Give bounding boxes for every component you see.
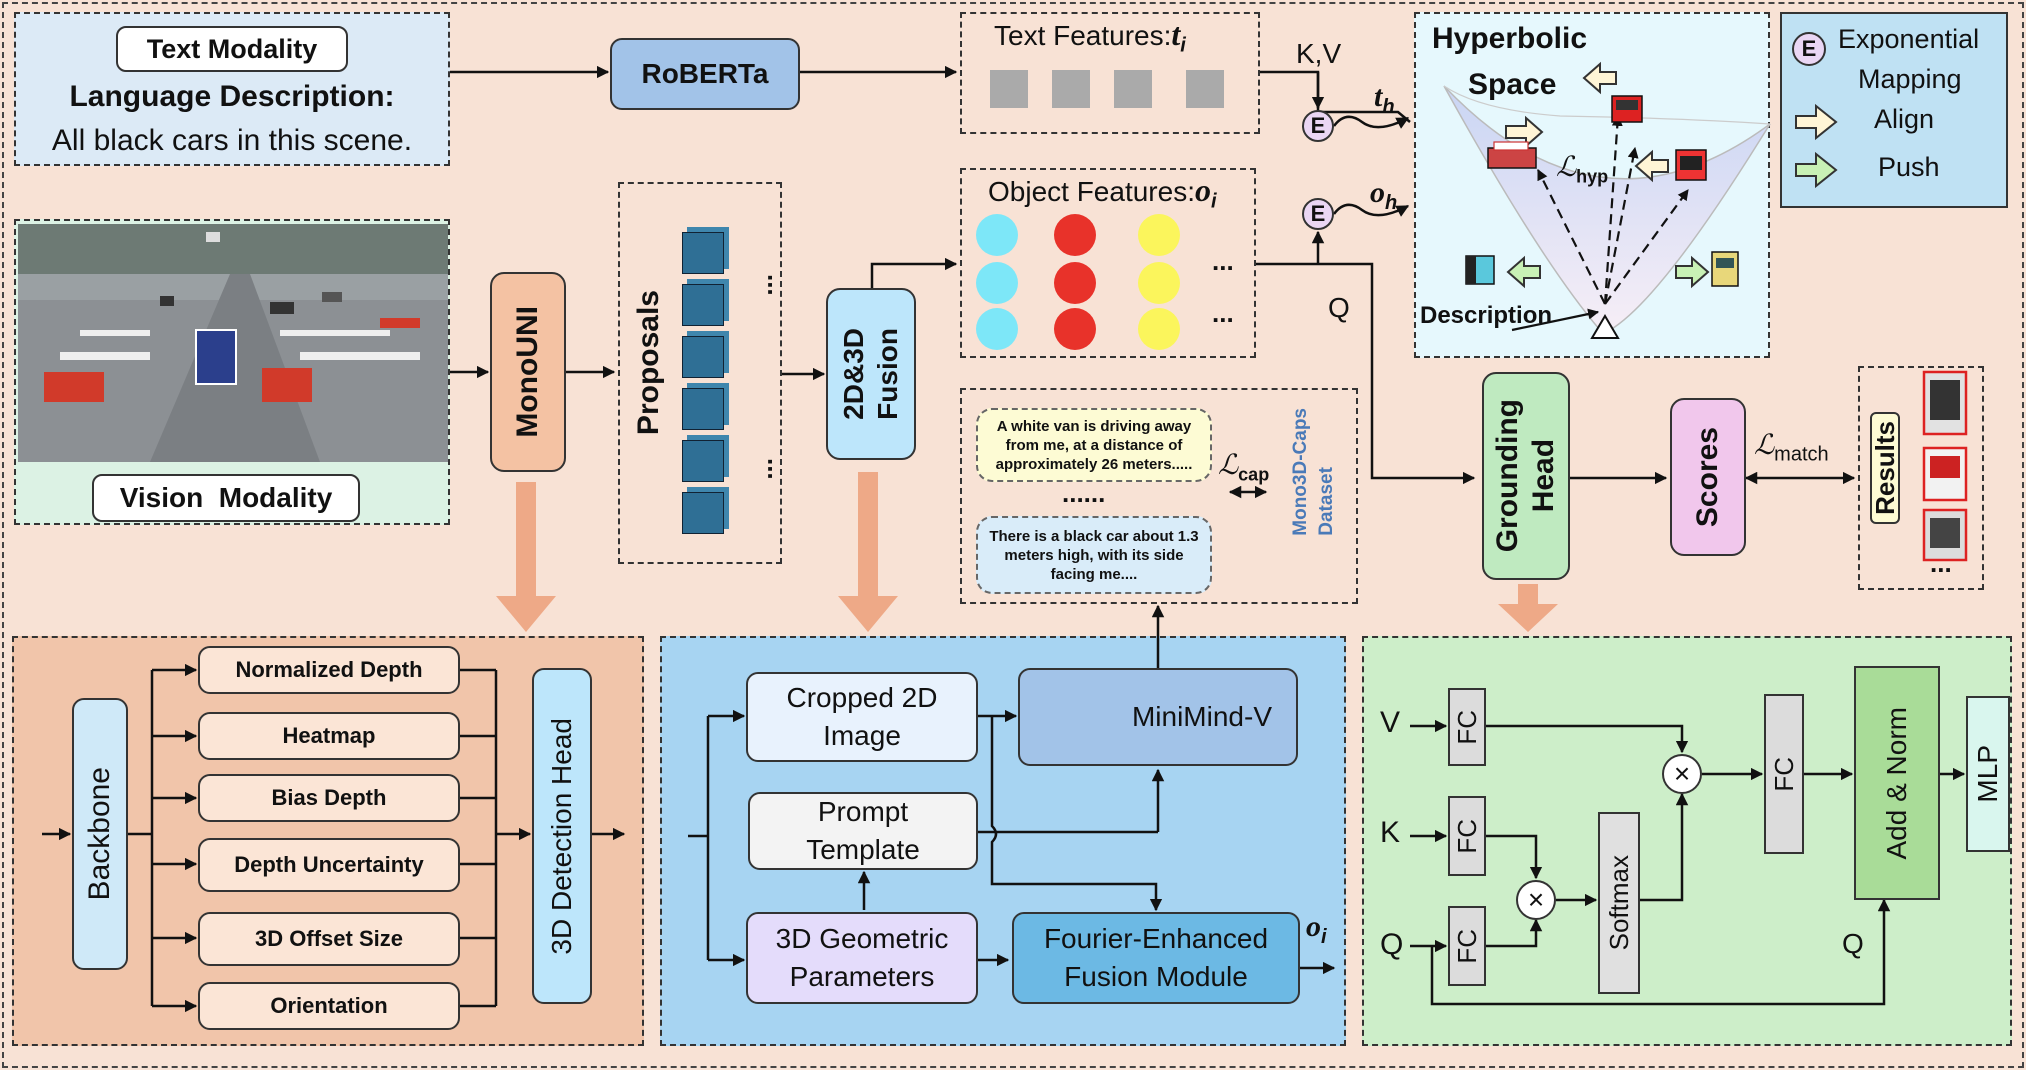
proposal-cube	[682, 388, 724, 430]
k-input-label: K	[1380, 816, 1401, 849]
object-feature-dot	[1054, 262, 1096, 304]
text-feature-square	[1052, 70, 1090, 108]
hyperbolic-title: Space	[1468, 68, 1557, 101]
object-feature-dot	[976, 262, 1018, 304]
softmax-box: Softmax	[1598, 812, 1640, 994]
text-features-panel	[960, 12, 1260, 134]
text-feature-square	[990, 70, 1028, 108]
proposals-ellipsis: ...	[748, 274, 778, 296]
branch-orientation: Orientation	[198, 982, 460, 1030]
add-norm-box: Add & Norm	[1854, 666, 1940, 900]
match-loss-label: ℒmatch	[1754, 430, 1829, 466]
vision-modality-badge: Vision Modality	[92, 474, 360, 522]
q-label: Q	[1328, 292, 1350, 323]
minimind-v-box: MiniMind-V	[1018, 668, 1298, 766]
object-features-ellipsis: ...	[1212, 298, 1234, 328]
proposal-cube	[682, 284, 724, 326]
caption-dots: ......	[1062, 478, 1106, 508]
branch-heatmap: Heatmap	[198, 712, 460, 760]
language-description-sentence: All black cars in this scene.	[51, 124, 413, 157]
backbone-box: Backbone	[72, 698, 128, 970]
q-input-label: Q	[1380, 928, 1404, 961]
oh-label: oh	[1370, 176, 1398, 214]
results-label: Results	[1870, 412, 1900, 524]
object-features-label: Object Features:oi	[988, 172, 1217, 213]
multiply-icon: ×	[1516, 880, 1556, 920]
text-feature-square	[1114, 70, 1152, 108]
multiply-icon: ×	[1662, 754, 1702, 794]
object-feature-dot	[976, 214, 1018, 256]
proposals-label: Proposals	[632, 290, 665, 436]
object-feature-dot	[1138, 262, 1180, 304]
roberta-encoder: RoBERTa	[610, 38, 800, 110]
legend-exponential-label: Exponential	[1838, 24, 1980, 54]
fc-layer-q: FC	[1448, 906, 1486, 986]
legend-align-label: Align	[1874, 104, 1935, 134]
fc-layer-v: FC	[1448, 688, 1486, 766]
object-feature-dot	[1054, 214, 1096, 256]
branch-bias-depth: Bias Depth	[198, 774, 460, 822]
captions-panel	[960, 388, 1358, 604]
legend-exponential-label: Mapping	[1858, 64, 1962, 94]
street-scene-image	[18, 224, 448, 462]
car-icons	[1465, 95, 1739, 287]
text-feature-square	[1186, 70, 1224, 108]
text-modality-badge: Text Modality	[116, 26, 348, 72]
object-feature-dot	[976, 308, 1018, 350]
proposal-cube	[682, 336, 724, 378]
fc-layer-out: FC	[1764, 694, 1804, 854]
branch-3d-offset-size: 3D Offset Size	[198, 912, 460, 966]
scores-box: Scores	[1670, 398, 1746, 556]
exponential-mapping-icon: E	[1302, 110, 1334, 142]
text-features-label: Text Features:ti	[994, 16, 1186, 57]
kv-label: K,V	[1296, 38, 1342, 69]
down-arrows	[496, 472, 1558, 632]
hyperbolic-surface	[1443, 85, 1771, 331]
proposals-ellipsis: ...	[748, 458, 778, 480]
hyperbolic-title: Hyperbolic	[1432, 22, 1588, 55]
cap-loss-label: ℒcap	[1218, 450, 1270, 485]
result-car-icons	[1922, 370, 1968, 562]
q-residual-label: Q	[1842, 928, 1864, 959]
proposal-cube	[682, 440, 724, 482]
th-label: th	[1374, 80, 1395, 118]
hyp-loss-label: ℒhyp	[1556, 152, 1609, 187]
fc-layer-k: FC	[1448, 796, 1486, 876]
caption-example: There is a black car about 1.3 meters hi…	[976, 516, 1212, 594]
object-features-ellipsis: ...	[1212, 246, 1234, 276]
exponential-mapping-icon: E	[1302, 198, 1334, 230]
v-input-label: V	[1380, 706, 1401, 739]
object-feature-dot	[1138, 308, 1180, 350]
proposal-cube	[682, 492, 724, 534]
description-label: Description	[1420, 302, 1553, 329]
fusion-output-label: oi	[1306, 910, 1327, 948]
monouni-detector: MonoUNI	[490, 272, 566, 472]
results-panel	[1858, 366, 1984, 590]
language-description-heading: Language Description:	[69, 80, 395, 113]
legend-exponential-icon: E	[1792, 32, 1826, 66]
results-ellipsis: ...	[1930, 548, 1952, 578]
object-feature-dot	[1054, 308, 1096, 350]
object-feature-dot	[1138, 214, 1180, 256]
branch-normalized-depth: Normalized Depth	[198, 646, 460, 694]
3d-detection-head: 3D Detection Head	[532, 668, 592, 1004]
legend-push-label: Push	[1878, 152, 1940, 182]
proposal-cube	[682, 232, 724, 274]
proposals-panel	[618, 182, 782, 564]
mlp-box: MLP	[1966, 696, 2010, 852]
caption-example: A white van is driving away from me, at …	[976, 408, 1212, 482]
branch-depth-uncertainty: Depth Uncertainty	[198, 838, 460, 892]
object-features-panel	[960, 168, 1256, 358]
